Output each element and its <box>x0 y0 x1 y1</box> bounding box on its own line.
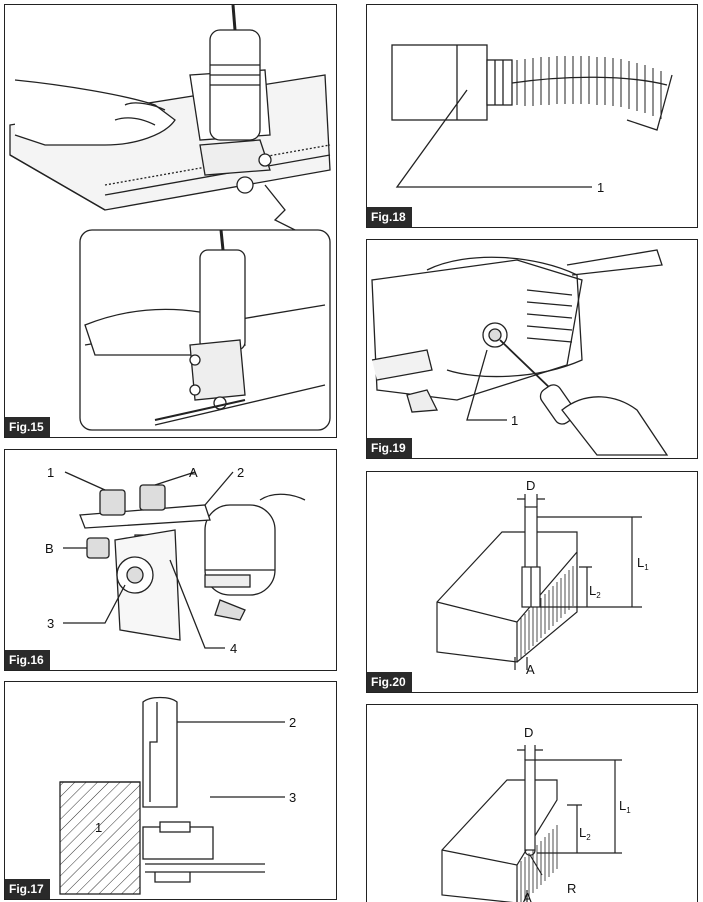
figure-18: 1 Fig.18 <box>366 4 698 228</box>
fig18-label-1: 1 <box>597 180 604 195</box>
fig17-label-1: 1 <box>95 820 102 835</box>
fig20-label-a: A <box>526 662 535 677</box>
fig21-illustration: D L1 L2 R A <box>441 725 631 902</box>
fig19-label-1: 1 <box>511 413 518 428</box>
fig20-l2-sub: 2 <box>596 591 601 600</box>
fig20-l1-main: L <box>637 555 644 570</box>
fig17-tag: Fig.17 <box>5 879 50 899</box>
fig20-l1-sub: 1 <box>644 563 649 572</box>
fig21-l1-main: L <box>619 798 626 813</box>
fig21-label-a: A <box>523 890 532 902</box>
fig20-label-d: D <box>526 478 535 493</box>
figure-17: 1 2 3 Fig.17 <box>4 681 337 900</box>
fig15-tag: Fig.15 <box>5 417 50 437</box>
fig21-l2-sub: 2 <box>586 833 591 842</box>
fig20-label-l2: L2 <box>589 583 601 600</box>
fig20-label-l1: L1 <box>637 555 649 572</box>
figure-16: 1 A 2 B 3 4 Fig.16 <box>4 449 337 671</box>
fig16-label-2: 2 <box>237 465 244 480</box>
fig21-label-d: D <box>524 725 533 740</box>
fig16-label-3: 3 <box>47 616 54 631</box>
fig21-l2-main: L <box>579 825 586 840</box>
fig21-label-r: R <box>567 881 576 896</box>
fig17-label-3: 3 <box>289 790 296 805</box>
fig17-label-2: 2 <box>289 715 296 730</box>
fig16-label-b: B <box>45 541 54 556</box>
fig20-illustration: D L1 L2 A <box>436 478 649 677</box>
fig18-tag: Fig.18 <box>367 207 412 227</box>
fig17-illustration: 1 2 3 <box>59 696 296 895</box>
fig19-tag: Fig.19 <box>367 438 412 458</box>
fig16-label-1: 1 <box>47 465 54 480</box>
fig16-label-4: 4 <box>230 641 237 656</box>
fig21-label-l2: L2 <box>579 825 591 842</box>
fig16-label-a: A <box>189 465 198 480</box>
fig19-illustration: 1 <box>371 249 669 456</box>
fig20-tag: Fig.20 <box>367 672 412 692</box>
figure-20: D L1 L2 A Fig.20 <box>366 471 698 693</box>
fig20-l2-main: L <box>589 583 596 598</box>
fig18-illustration: 1 <box>391 44 673 195</box>
fig16-illustration: 1 A 2 B 3 4 <box>45 465 306 656</box>
fig21-label-l1: L1 <box>619 798 631 815</box>
fig15-illustration <box>9 5 331 431</box>
fig16-tag: Fig.16 <box>5 650 50 670</box>
fig21-l1-sub: 1 <box>626 806 631 815</box>
figure-19: 1 Fig.19 <box>366 239 698 459</box>
figure-15: Fig.15 <box>4 4 337 438</box>
figure-21: D L1 L2 R A <box>366 704 698 902</box>
